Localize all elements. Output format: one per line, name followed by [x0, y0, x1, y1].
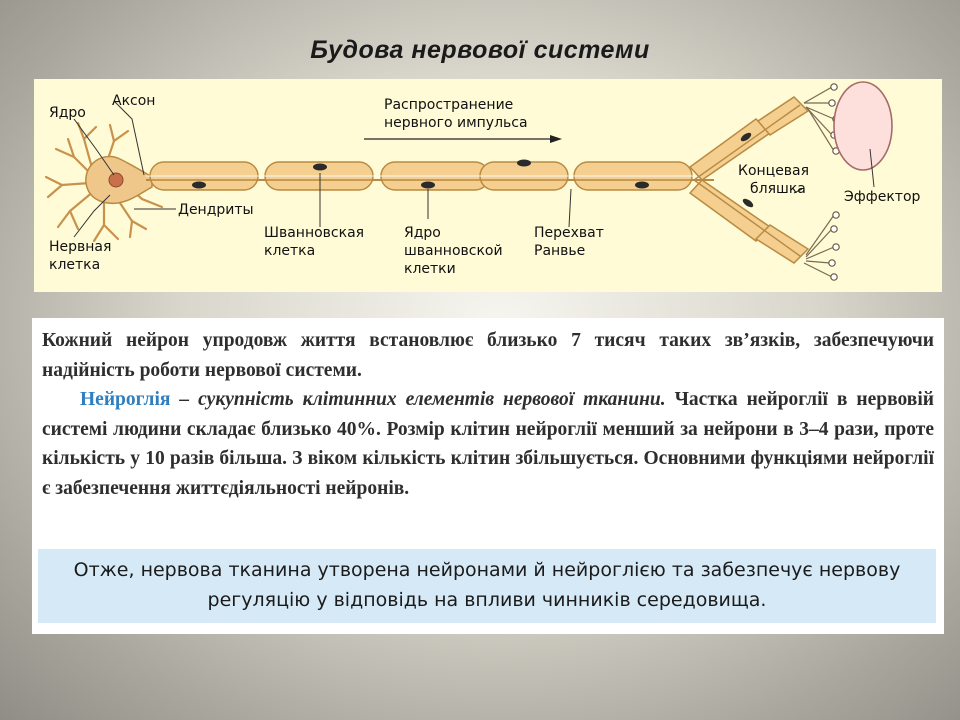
- paragraph-connections: Кожний нейрон упродовж життя встановлює …: [42, 326, 934, 385]
- term-definition: сукупність клітинних елементів нервової …: [198, 389, 666, 410]
- label-ranvier-line2: Ранвье: [534, 243, 585, 259]
- label-effector: Эффектор: [844, 189, 921, 205]
- paragraph-connections-text: Кожний нейрон упродовж життя встановлює …: [42, 330, 934, 381]
- paragraph-neuroglia-rest: Частка нейроглії в нервовій системі люди…: [42, 389, 934, 499]
- label-schwann-nucleus-line3: клетки: [404, 261, 456, 277]
- text-panel: Кожний нейрон упродовж життя встановлює …: [32, 318, 944, 634]
- label-end-plate-line2: бляшка: [750, 181, 806, 197]
- effector-shape: [833, 81, 893, 171]
- label-propagation-line2: нервного импульса: [384, 115, 528, 131]
- branch-nucleus: [742, 198, 754, 208]
- neuron-diagram: Ядро Аксон Распространение нервного импу…: [34, 79, 942, 292]
- label-propagation-line1: Распространение: [384, 97, 513, 113]
- branch-nucleus: [740, 132, 752, 142]
- label-ranvier-line1: Перехват: [534, 225, 604, 241]
- schwann-nuclei: [192, 159, 649, 189]
- label-schwann-nucleus-line2: шванновской: [404, 243, 503, 259]
- label-nucleus: Ядро: [49, 105, 86, 121]
- slide-title: Будова нервової системи: [310, 36, 650, 64]
- label-dendrites: Дендриты: [178, 202, 254, 218]
- cell-nucleus: [108, 172, 124, 188]
- axon-branch-lower: [688, 179, 772, 242]
- term-dash: –: [170, 389, 199, 410]
- paragraph-neuroglia: Нейроглія – сукупність клітинних елемент…: [42, 385, 934, 503]
- branch-core-lower: [693, 179, 801, 257]
- summary-box: Отже, нервова тканина утворена нейронами…: [38, 549, 936, 623]
- cell-dendrites: [44, 121, 164, 243]
- label-schwann-cell-line2: клетка: [264, 243, 315, 259]
- branch-core-upper: [693, 104, 801, 181]
- term-neuroglia: Нейроглія: [80, 389, 171, 410]
- label-axon: Аксон: [112, 93, 155, 109]
- terminal-fibers: [803, 86, 835, 278]
- label-schwann-nucleus-line1: Ядро: [404, 225, 441, 241]
- label-nerve-cell-line1: Нервная: [49, 239, 111, 255]
- leader-lines: [73, 100, 875, 238]
- label-end-plate-line1: Концевая: [738, 163, 809, 179]
- label-nerve-cell-line2: клетка: [49, 257, 100, 273]
- label-schwann-cell-line1: Шванновская: [264, 225, 364, 241]
- propagation-arrow-head: [550, 135, 562, 143]
- neuron-illustration: Ядро Аксон Распространение нервного импу…: [44, 81, 921, 281]
